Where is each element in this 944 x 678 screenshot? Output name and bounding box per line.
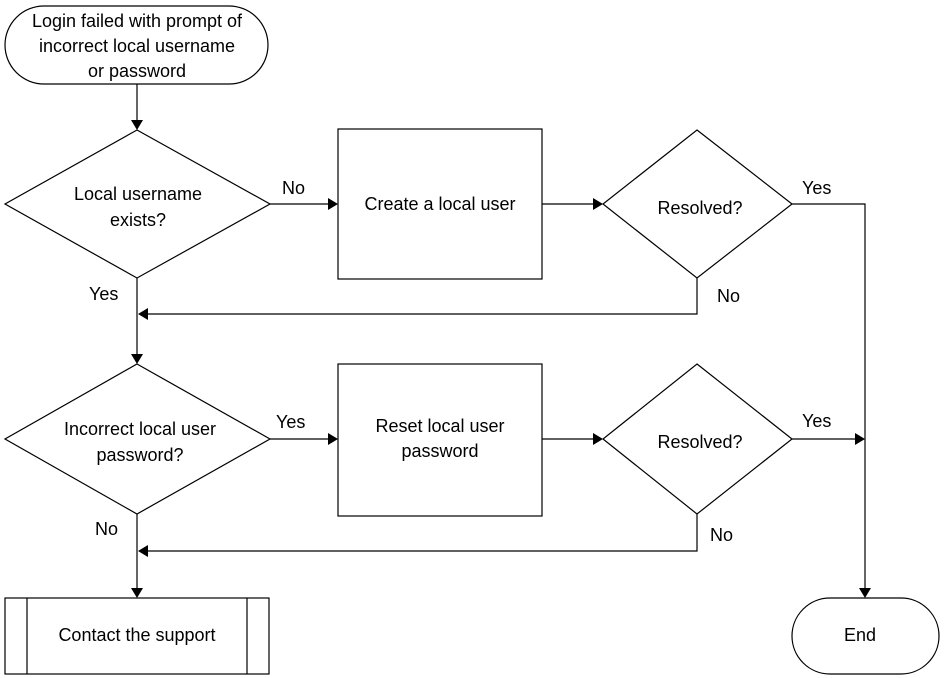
process-support-label: Contact the support [58, 625, 215, 645]
connectors [131, 84, 871, 598]
edge-label-resolved1-yes: Yes [802, 178, 831, 198]
edge-label-username-yes: Yes [89, 284, 118, 304]
decision-password-line-2: password? [96, 445, 183, 465]
arrowhead [859, 588, 871, 598]
arrowhead [131, 120, 143, 130]
decision-password-line-1: Incorrect local user [64, 419, 216, 439]
edge-label-resolved2-no: No [710, 525, 733, 545]
end-label: End [844, 625, 876, 645]
edge-labels: No Yes Yes No Yes No Yes No [89, 178, 831, 545]
edge-resolved1-no-back [148, 278, 698, 315]
edge-resolved2-no-back [148, 514, 698, 552]
decision-username-exists: Local username exists? [3, 129, 272, 279]
edge-label-username-no: No [282, 178, 305, 198]
start-terminator: Login failed with prompt of incorrect lo… [4, 5, 269, 85]
edge-label-password-yes: Yes [276, 412, 305, 432]
process-create-local-user: Create a local user [337, 128, 543, 280]
edge-resolved1-yes-to-end [792, 203, 866, 588]
process-reset-line-1: Reset local user [375, 416, 504, 436]
decision-incorrect-password: Incorrect local user password? [3, 363, 272, 515]
process-contact-support: Contact the support [4, 597, 270, 675]
arrowhead [593, 433, 603, 445]
end-terminator: End [791, 597, 940, 675]
arrowhead [328, 433, 338, 445]
arrowhead [131, 354, 143, 364]
decision-username-line-2: exists? [110, 210, 166, 230]
process-create-label: Create a local user [364, 194, 515, 214]
decision-resolved-1: Resolved? [602, 129, 793, 279]
arrowhead [593, 198, 603, 210]
process-reset-password: Reset local user password [337, 363, 543, 517]
decision-username-line-1: Local username [74, 184, 202, 204]
edge-label-resolved1-no: No [717, 286, 740, 306]
start-line-2: incorrect local username [39, 36, 235, 56]
edge-label-resolved2-yes: Yes [802, 411, 831, 431]
arrowhead [138, 308, 148, 320]
arrowhead [855, 433, 865, 445]
decision-resolved-1-label: Resolved? [657, 198, 742, 218]
arrowhead [131, 588, 143, 598]
arrowhead [138, 545, 148, 557]
start-line-3: or password [88, 61, 186, 81]
process-reset-line-2: password [401, 441, 478, 461]
arrowhead [328, 198, 338, 210]
decision-resolved-2: Resolved? [602, 363, 793, 515]
start-line-1: Login failed with prompt of [32, 11, 243, 31]
edge-label-password-no: No [95, 519, 118, 539]
decision-resolved-2-label: Resolved? [657, 432, 742, 452]
